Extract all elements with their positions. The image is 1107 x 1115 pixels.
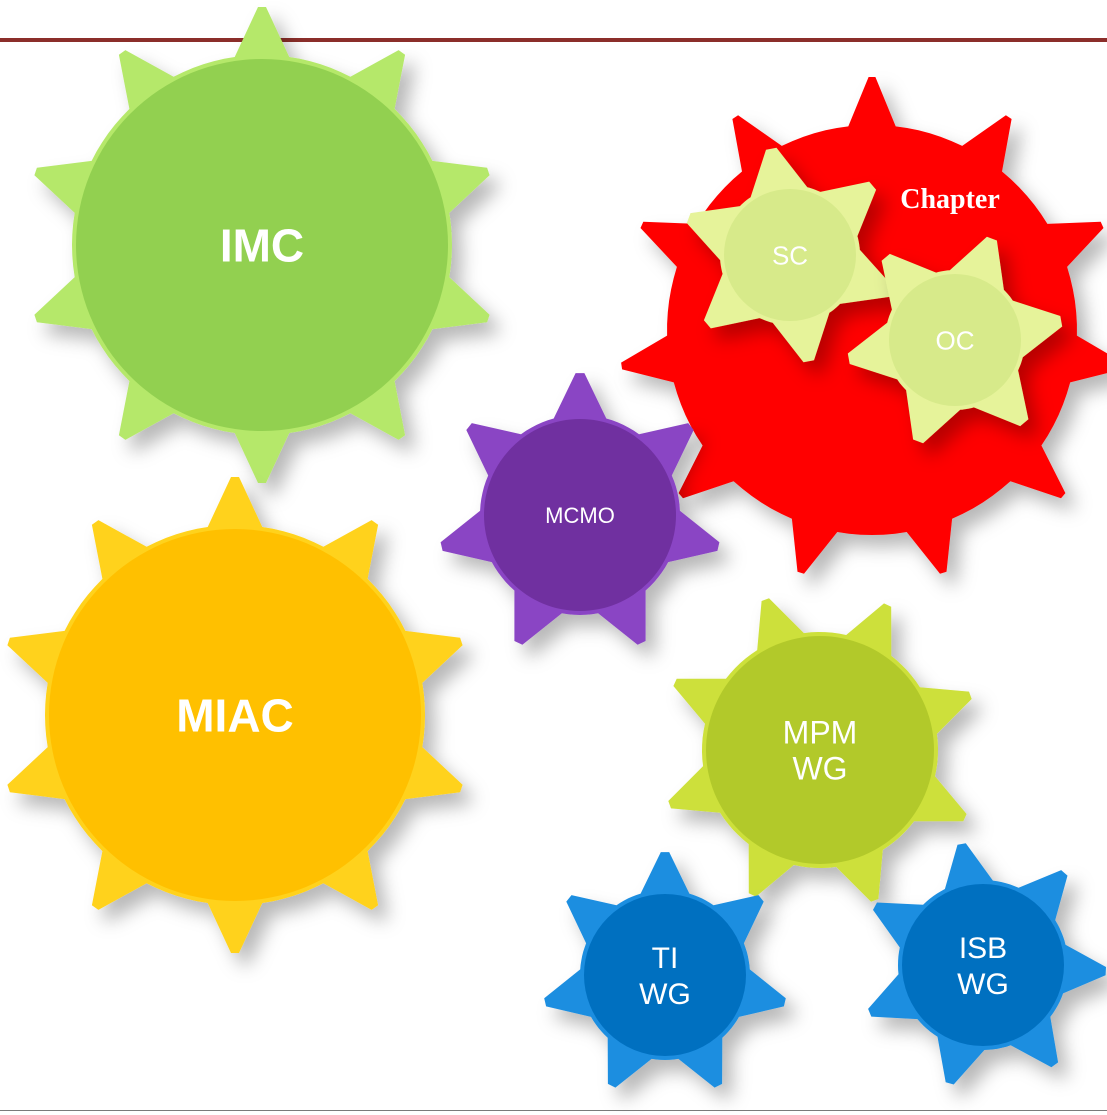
gear-miac: MIAC <box>7 477 463 953</box>
gear-ti-wg-body <box>584 894 746 1056</box>
gear-mcmo-body <box>484 419 676 611</box>
gear-imc-body <box>76 59 448 431</box>
gear-miac-body <box>49 529 421 901</box>
gear-mpm-wg-label: MPM <box>783 715 858 751</box>
gear-mpm-wg-label: WG <box>792 751 847 787</box>
chapter-label: Chapter <box>900 184 1000 215</box>
gear-ti-wg-label: WG <box>639 978 691 1011</box>
gear-sc: SC <box>686 147 894 363</box>
top-rule <box>0 38 1107 42</box>
gear-mpm-wg-body <box>706 636 934 864</box>
gear-imc: IMC <box>34 7 490 483</box>
gear-imc-label: IMC <box>220 220 304 272</box>
gear-miac-label: MIAC <box>176 690 294 742</box>
gear-isb-wg-label: WG <box>957 968 1009 1001</box>
gear-oc-label: OC <box>936 325 975 355</box>
gear-isb-wg-body <box>902 884 1064 1046</box>
gear-oc: OC <box>847 236 1063 444</box>
gear-mcmo-label: MCMO <box>545 503 615 528</box>
gear-oc-body <box>889 274 1021 406</box>
gear-sc-body <box>724 189 856 321</box>
bottom-rule <box>0 1110 1107 1111</box>
gear-isb-wg-label: ISB <box>959 932 1007 965</box>
gear-sc-label: SC <box>772 240 808 270</box>
gear-ti-wg-label: TI <box>652 942 679 975</box>
gear-mcmo: MCMO <box>440 373 720 645</box>
